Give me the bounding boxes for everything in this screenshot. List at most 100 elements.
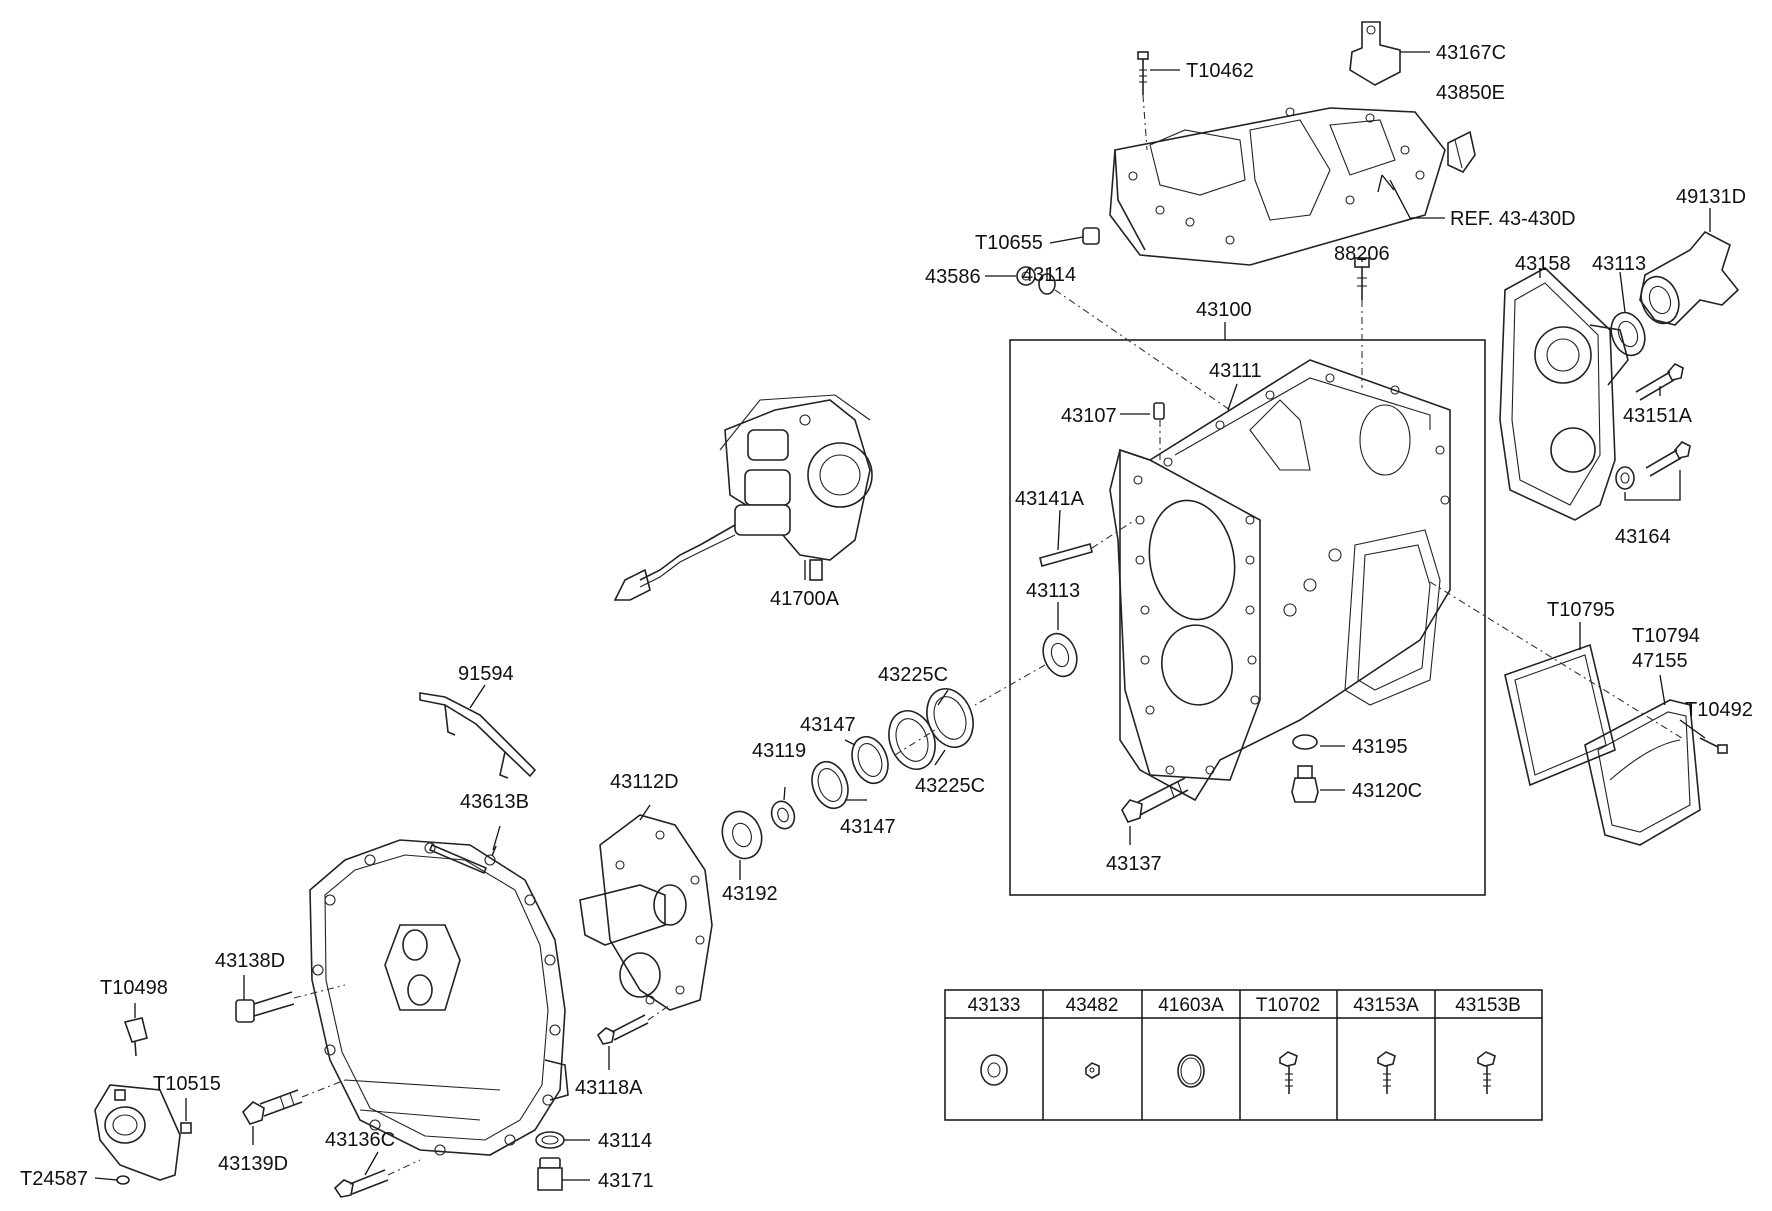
label-43113-center: 43113 <box>1026 580 1080 602</box>
flange-bolt-icon <box>1377 1051 1396 1094</box>
top-cover-assembly <box>1109 107 1446 266</box>
seal-43113-rear-icon <box>1610 311 1646 357</box>
label-43147-top: 43147 <box>800 714 856 736</box>
label-43225c-top: 43225C <box>878 664 948 686</box>
table-header-col-3: 41603A <box>1158 995 1224 1016</box>
label-t24587: T24587 <box>20 1168 88 1190</box>
nut-t24587-icon <box>116 1175 130 1185</box>
plug-43120c-icon <box>1291 765 1319 803</box>
label-43151a: 43151A <box>1623 405 1693 427</box>
table-header-col-2: 43482 <box>1066 995 1119 1016</box>
shift-actuator-41700a <box>613 394 873 601</box>
rear-housing-43158 <box>1499 267 1629 521</box>
plug-43586-icon <box>1016 266 1036 286</box>
label-43111: 43111 <box>1209 360 1262 382</box>
bracket-43167c-icon <box>1349 21 1401 86</box>
bolt-43151a-icon <box>1635 363 1684 401</box>
label-43141a: 43141A <box>1015 488 1085 510</box>
label-43613b: 43613B <box>460 791 529 813</box>
label-43118a: 43118A <box>575 1077 643 1099</box>
clutch-housing <box>309 839 569 1156</box>
label-43113-rear: 43113 <box>1592 253 1646 275</box>
table-header-col-4: T10702 <box>1256 995 1320 1016</box>
pin-43141a-icon <box>1039 519 1136 567</box>
yoke-49131d-icon <box>1639 230 1740 326</box>
label-t10462: T10462 <box>1186 60 1254 82</box>
bolt-43164-icon <box>1615 441 1691 490</box>
label-43100: 43100 <box>1196 299 1252 321</box>
label-t10655: T10655 <box>975 232 1043 254</box>
oil-seal-icon <box>980 1054 1008 1086</box>
label-47155: 47155 <box>1632 650 1688 672</box>
bolt-43137-icon <box>1121 777 1189 823</box>
label-43139d: 43139D <box>218 1153 288 1175</box>
main-case-frame <box>1009 339 1486 896</box>
flange-bolt-icon <box>1477 1051 1496 1094</box>
label-ref-43-430d: REF. 43-430D <box>1450 208 1576 230</box>
label-43167c: 43167C <box>1436 42 1506 64</box>
bolt-43138d-icon <box>235 984 346 1023</box>
bearing-43192-icon <box>721 810 763 860</box>
side-cover-47155 <box>1584 699 1701 846</box>
label-t10492: T10492 <box>1685 699 1753 721</box>
bolt-88206-icon <box>1354 257 1370 388</box>
bearing-43147-a-icon <box>851 735 889 785</box>
table-header-col-6: 43153B <box>1455 995 1521 1016</box>
label-43112d: 43112D <box>610 771 679 793</box>
label-88206: 88206 <box>1334 243 1390 265</box>
small-nut-icon <box>1085 1062 1100 1079</box>
label-41700a: 41700A <box>770 588 840 610</box>
bolt-43136c-icon <box>333 1159 421 1198</box>
bracket-91594-icon <box>419 692 537 779</box>
front-retainer-43112d <box>579 814 713 1011</box>
label-43114-bottom: 43114 <box>598 1130 652 1152</box>
part-labels: 43167C 43850E T10462 REF. 43-430D T10655… <box>20 42 1753 1192</box>
label-43120c: 43120C <box>1352 780 1422 802</box>
ring-43225c-b-icon <box>888 710 936 770</box>
label-43147-bottom: 43147 <box>840 816 896 838</box>
table-header-col-5: 43153A <box>1353 995 1419 1016</box>
label-43850e: 43850E <box>1436 82 1505 104</box>
clip-43613b-icon <box>428 843 497 875</box>
label-43164: 43164 <box>1615 526 1671 548</box>
table-header-col-1: 43133 <box>968 995 1021 1016</box>
block-t10515-icon <box>180 1122 192 1134</box>
seal-43113-icon <box>1042 632 1078 678</box>
fitting-t10498-icon <box>123 1017 148 1057</box>
label-t10515: T10515 <box>153 1073 221 1095</box>
bolt-43139d-icon <box>241 1079 346 1125</box>
label-43586: 43586 <box>925 266 981 288</box>
breather-43107-icon <box>1153 402 1165 460</box>
label-43138d: 43138D <box>215 950 285 972</box>
o-ring-icon <box>1177 1054 1205 1088</box>
plug-43171-icon <box>537 1157 563 1191</box>
release-bearing-icon <box>94 1084 181 1181</box>
clip-43850e-icon <box>1447 130 1476 174</box>
label-43119: 43119 <box>752 740 806 762</box>
label-43171: 43171 <box>598 1170 654 1192</box>
label-43158: 43158 <box>1515 253 1571 275</box>
label-49131d: 49131D <box>1676 186 1746 208</box>
label-43107: 43107 <box>1061 405 1117 427</box>
gasket-t10795 <box>1504 643 1616 787</box>
parts-table: 43133 43482 41603A T10702 43153A 43153B <box>944 989 1543 1121</box>
bolt-t10492-icon <box>1699 737 1728 754</box>
bearing-43147-b-icon <box>811 760 849 810</box>
bolt-43118a-icon <box>596 1004 671 1045</box>
leader-lines <box>94 51 1711 1181</box>
bolt-t10462-icon <box>1137 51 1149 151</box>
plug-t10655-icon <box>1082 227 1100 245</box>
ring-43195-icon <box>1292 734 1318 750</box>
label-t10498: T10498 <box>100 977 168 999</box>
label-43225c-bottom: 43225C <box>915 775 985 797</box>
label-43114-top: 43114 <box>1022 264 1076 286</box>
flange-bolt-icon <box>1279 1051 1298 1094</box>
label-43137: 43137 <box>1106 853 1162 875</box>
leader-43164 <box>1624 470 1681 501</box>
label-43136c: 43136C <box>325 1129 395 1151</box>
label-t10795: T10795 <box>1547 599 1615 621</box>
label-t10794: T10794 <box>1632 625 1700 647</box>
label-43195: 43195 <box>1352 736 1408 758</box>
washer-43114-bottom-icon <box>535 1131 565 1149</box>
